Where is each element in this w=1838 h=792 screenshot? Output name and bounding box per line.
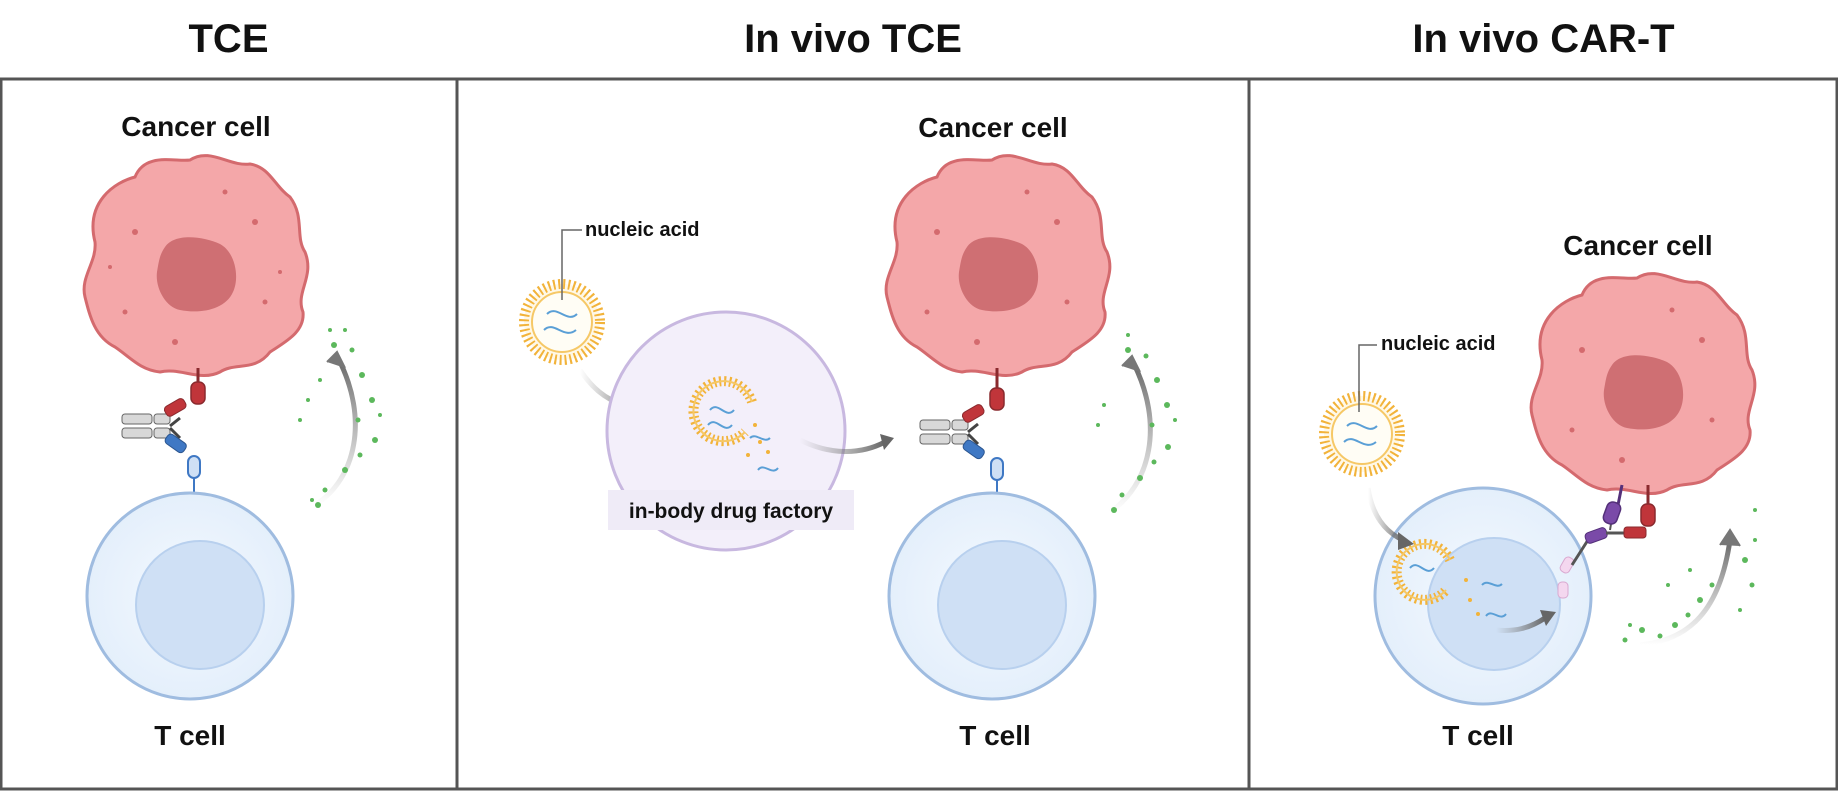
t-cell-label: T cell bbox=[959, 720, 1031, 751]
panel-frame-in-vivo-car-t bbox=[1247, 77, 1838, 791]
cd3-receptor-icon bbox=[187, 455, 201, 496]
bispecific-antibody-icon bbox=[121, 398, 187, 454]
cytokine-release-icon bbox=[1096, 333, 1177, 515]
t-cell-label: T cell bbox=[1442, 720, 1514, 751]
cytokine-release-icon bbox=[1622, 508, 1757, 648]
panel-tce: Cancer cell bbox=[82, 111, 382, 751]
cancer-cell-label: Cancer cell bbox=[1563, 230, 1712, 261]
membrane-receptor-icon bbox=[1557, 556, 1575, 599]
panel-title-in-vivo-car-t: In vivo CAR-T bbox=[1412, 16, 1675, 61]
t-cell-icon bbox=[887, 491, 1097, 701]
tumor-antigen-icon bbox=[190, 368, 206, 405]
cancer-cell-icon bbox=[82, 154, 310, 377]
cancer-cell-icon bbox=[884, 154, 1112, 377]
panel-frame-in-vivo-tce bbox=[455, 77, 1251, 791]
cancer-cell-label: Cancer cell bbox=[918, 112, 1067, 143]
t-cell-icon bbox=[1373, 486, 1593, 706]
t-cell-label: T cell bbox=[154, 720, 226, 751]
nucleic-acid-label: nucleic acid bbox=[585, 219, 700, 241]
secretion-arrow bbox=[798, 437, 887, 454]
bispecific-antibody-icon bbox=[919, 404, 985, 460]
panel-title-in-vivo-tce: In vivo TCE bbox=[744, 16, 962, 61]
lipid-nanoparticle-icon bbox=[1319, 391, 1405, 477]
drug-factory-label: in-body drug factory bbox=[629, 500, 833, 523]
nucleic-acid-callout: nucleic acid bbox=[1358, 333, 1496, 412]
panel-title-tce: TCE bbox=[188, 16, 269, 61]
t-cell-icon bbox=[85, 491, 295, 701]
tumor-antigen-icon bbox=[989, 368, 1005, 411]
cd3-receptor-icon bbox=[990, 457, 1004, 496]
nucleic-acid-label: nucleic acid bbox=[1381, 333, 1496, 355]
panel-in-vivo-car-t: nucleic acid bbox=[1319, 230, 1757, 751]
tumor-antigen-icon bbox=[1602, 484, 1656, 527]
expression-arrow bbox=[1495, 615, 1547, 633]
nucleic-acid-callout: nucleic acid bbox=[561, 219, 700, 300]
cancer-cell-label: Cancer cell bbox=[121, 111, 270, 142]
cancer-cell-icon bbox=[1529, 272, 1757, 495]
lipid-nanoparticle-icon bbox=[519, 279, 605, 365]
cytokine-release-icon bbox=[298, 328, 382, 508]
panel-in-vivo-tce: nucleic acid in-body drug factory Cancer… bbox=[519, 112, 1177, 751]
drug-factory-label-box bbox=[608, 490, 854, 530]
